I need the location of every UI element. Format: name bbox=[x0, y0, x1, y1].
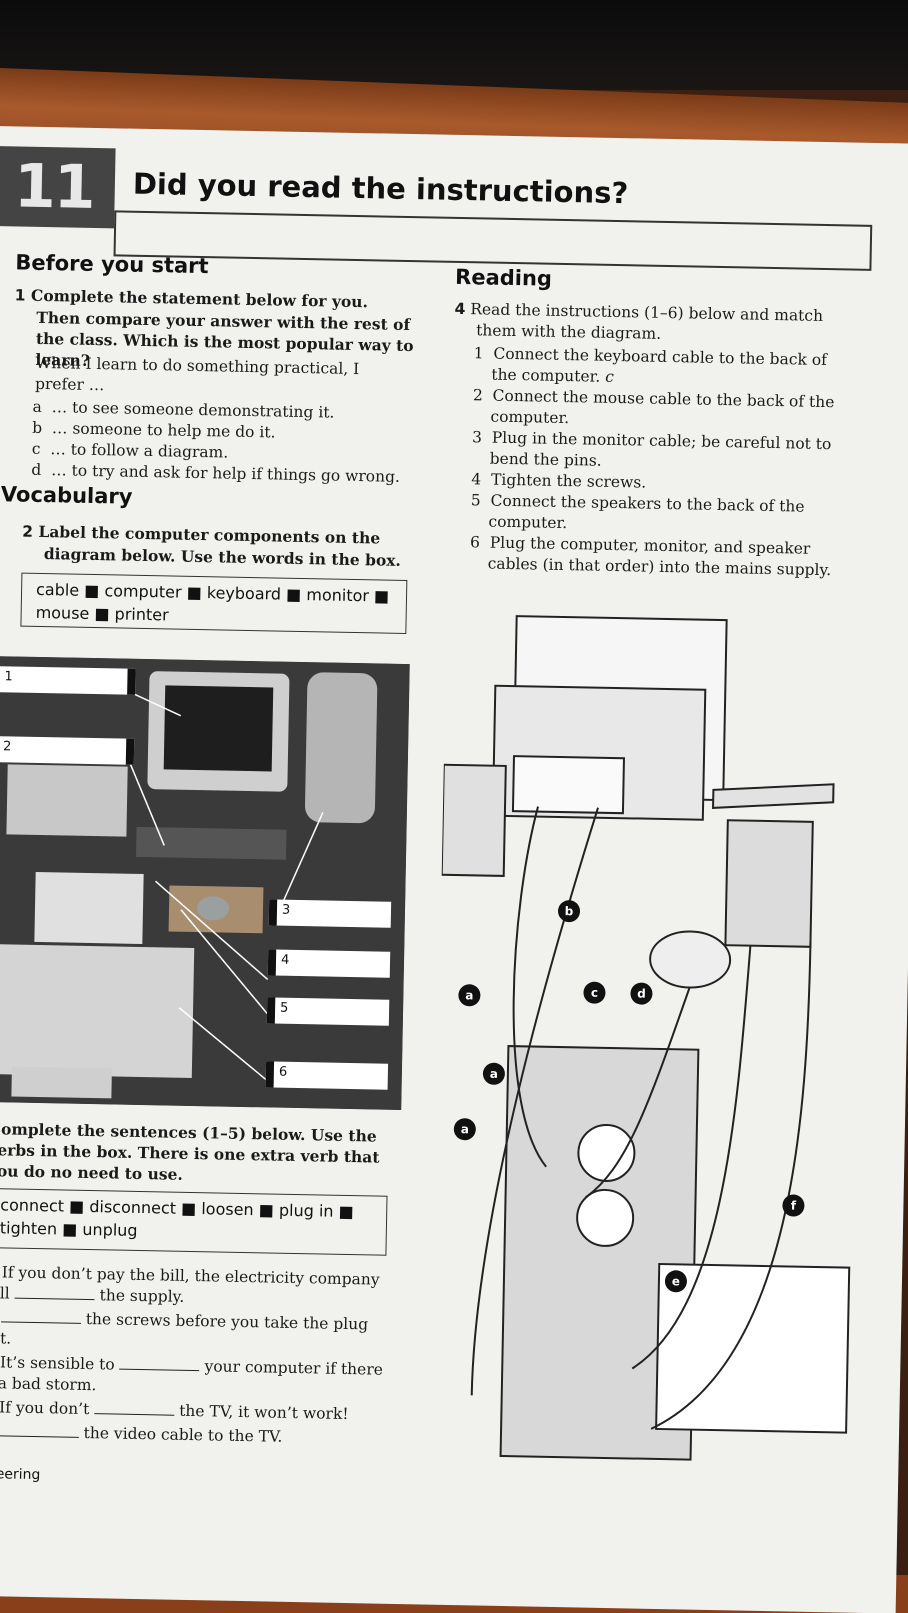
exercise-4-number: 4 bbox=[454, 299, 466, 319]
diagram-marker-c: c bbox=[583, 981, 606, 1004]
page-title: Did you read the instructions? bbox=[132, 166, 629, 211]
answer-blank-1[interactable] bbox=[14, 1284, 95, 1301]
photo-label-1: 1 bbox=[0, 666, 136, 695]
instruction-1: 1 Connect the keyboard cable to the back… bbox=[473, 344, 828, 386]
photo-label-5: 5 bbox=[266, 997, 390, 1026]
exercise-2-text: Label the computer components on the dia… bbox=[38, 521, 402, 570]
svg-text:f: f bbox=[791, 1198, 797, 1212]
speaker-left bbox=[440, 763, 507, 877]
diagram-marker-d: d bbox=[630, 982, 653, 1005]
verb-box: connect ■ disconnect ■ loosen ■ plug in … bbox=[0, 1188, 388, 1256]
svg-text:b: b bbox=[565, 904, 574, 918]
sentences-list: 1 If you don’t pay the bill, the electri… bbox=[0, 1262, 392, 1450]
components-illustration bbox=[0, 656, 410, 1110]
exercise-2-number: 2 bbox=[22, 522, 34, 541]
word-box: cable ■ computer ■ keyboard ■ monitor ■ … bbox=[20, 572, 408, 635]
exercise-1-options: a … to see someone demonstrating it. b …… bbox=[31, 397, 433, 489]
speaker-right bbox=[724, 819, 814, 948]
computer-components-photo: 1 2 3 4 5 6 bbox=[0, 656, 410, 1110]
instruction-5: 5 Connect the speakers to the back of th… bbox=[470, 491, 805, 533]
sentence-3: 3 It’s sensible to your computer if ther… bbox=[0, 1353, 384, 1395]
computer-tower-shape bbox=[304, 672, 378, 824]
instruction-3: 3 Plug in the monitor cable; be careful … bbox=[471, 428, 832, 470]
diagram-marker-b: b bbox=[558, 900, 581, 923]
exercise-2-instruction: 2 Label the computer components on the d… bbox=[22, 521, 423, 572]
instructions-list: 1 Connect the keyboard cable to the back… bbox=[469, 343, 853, 581]
keyboard-drawing bbox=[712, 783, 835, 809]
photo-label-3: 3 bbox=[268, 899, 392, 928]
photo-label-6: 6 bbox=[265, 1061, 389, 1090]
answer-blank-5[interactable] bbox=[0, 1422, 79, 1438]
svg-text:a: a bbox=[461, 1122, 469, 1136]
diagram-marker-a2: a bbox=[482, 1062, 505, 1085]
exercise-4-text: Read the instructions (1–6) below and ma… bbox=[470, 300, 824, 343]
sentence-2: 2 the screws before you take the plug ou… bbox=[0, 1308, 369, 1348]
diagram-marker-f: f bbox=[782, 1194, 805, 1217]
heading-reading: Reading bbox=[454, 264, 553, 291]
svg-text:e: e bbox=[672, 1274, 680, 1288]
answer-blank-3[interactable] bbox=[119, 1355, 200, 1372]
svg-text:a: a bbox=[490, 1067, 498, 1081]
keyboard-shape bbox=[135, 826, 287, 860]
answer-blank-2[interactable] bbox=[0, 1308, 82, 1324]
diagram-marker-a3: a bbox=[453, 1118, 476, 1141]
answer-blank-4[interactable] bbox=[94, 1400, 175, 1416]
svg-text:d: d bbox=[637, 987, 646, 1001]
instruction-6: 6 Plug the computer, monitor, and speake… bbox=[469, 533, 832, 580]
page-footer: gineering bbox=[0, 1465, 41, 1484]
exercise-1-number: 1 bbox=[14, 286, 26, 305]
title-frame bbox=[113, 210, 873, 271]
heading-vocabulary: Vocabulary bbox=[0, 482, 133, 509]
exercise-4-instruction: 4 Read the instructions (1–6) below and … bbox=[454, 299, 845, 348]
mouse-shape bbox=[197, 896, 230, 921]
diagram-marker-e: e bbox=[664, 1270, 687, 1293]
diagram-marker-a1: a bbox=[458, 984, 481, 1007]
svg-text:c: c bbox=[591, 986, 598, 1000]
photo-label-2: 2 bbox=[0, 736, 135, 765]
instruction-1-answer: c bbox=[605, 367, 615, 386]
svg-text:a: a bbox=[465, 988, 473, 1002]
mouse-drawing bbox=[649, 930, 732, 989]
sentence-1: 1 If you don’t pay the bill, the electri… bbox=[0, 1263, 380, 1306]
computer-setup-diagram: a a a b c d e f bbox=[440, 615, 851, 1461]
scanner-shape bbox=[6, 764, 128, 837]
sentence-5: 5 the video cable to the TV. bbox=[0, 1421, 389, 1450]
photo-label-4: 4 bbox=[267, 949, 391, 978]
heading-before-you-start: Before you start bbox=[15, 250, 209, 279]
exercise-1-statement: When I learn to do something practical, … bbox=[34, 353, 360, 395]
instruction-2: 2 Connect the mouse cable to the back of… bbox=[472, 386, 835, 428]
printer-shape bbox=[0, 943, 195, 1078]
unit-number: 11 bbox=[0, 145, 116, 229]
exercise-3-instruction: Complete the sentences (1–5) below. Use … bbox=[0, 1119, 380, 1184]
textbook-page: 11 Did you read the instructions? Before… bbox=[0, 126, 908, 1613]
